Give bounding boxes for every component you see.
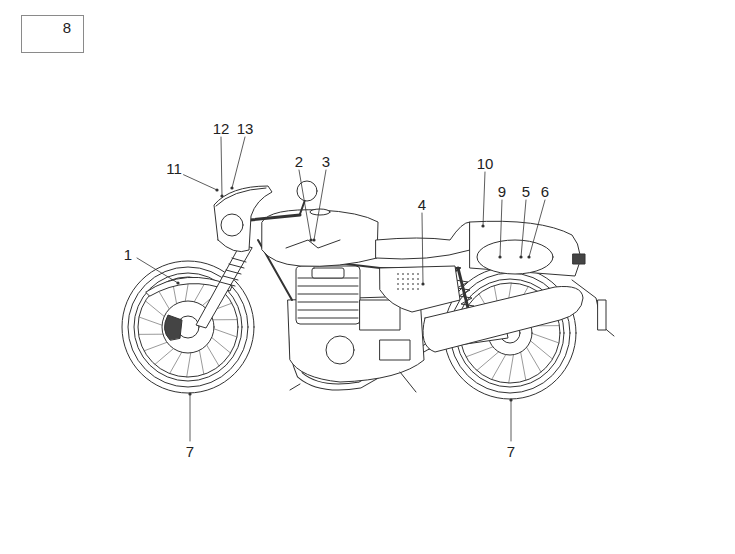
tank-cap xyxy=(310,209,330,215)
fork-gaiter xyxy=(220,258,246,286)
callout-number: 5 xyxy=(521,184,531,199)
side-cover-grille xyxy=(397,273,419,290)
engine-cover xyxy=(326,336,354,364)
callout-number: 4 xyxy=(417,197,427,212)
front-fork xyxy=(196,245,252,328)
grille-hole xyxy=(407,283,409,285)
front-wheel xyxy=(122,261,254,393)
callout-number: 9 xyxy=(497,184,507,199)
grille-hole xyxy=(407,273,409,275)
reference-number: 8 xyxy=(63,20,71,37)
callout-number: 6 xyxy=(540,184,550,199)
callout-number: 7 xyxy=(506,444,516,459)
tail-oval xyxy=(477,240,553,274)
cylinder-fins xyxy=(298,278,358,318)
grille-hole xyxy=(417,273,419,275)
tail-light xyxy=(573,254,585,264)
callout-number: 2 xyxy=(294,154,304,169)
grille-hole xyxy=(402,283,404,285)
grille-hole xyxy=(412,278,414,280)
grille-hole xyxy=(417,278,419,280)
cylinder-head xyxy=(296,266,360,324)
grille-hole xyxy=(402,273,404,275)
grille-hole xyxy=(417,288,419,290)
grille-hole xyxy=(412,288,414,290)
fairing xyxy=(214,186,272,252)
leader-dots xyxy=(176,186,530,401)
grille-hole xyxy=(417,283,419,285)
callout-number: 3 xyxy=(321,154,331,169)
grille-hole xyxy=(397,283,399,285)
leader-lines xyxy=(137,137,545,441)
callout-number: 13 xyxy=(236,121,255,136)
callout-number: 12 xyxy=(212,121,231,136)
tail-hump xyxy=(470,221,580,276)
callout-number: 11 xyxy=(165,161,183,176)
grille-hole xyxy=(407,278,409,280)
callout-number: 1 xyxy=(123,247,133,262)
grille-hole xyxy=(397,278,399,280)
footpeg xyxy=(290,372,416,392)
handlebar xyxy=(250,215,300,220)
seat xyxy=(376,222,470,259)
valve-cover xyxy=(312,268,344,278)
headlight xyxy=(221,214,243,236)
windscreen xyxy=(216,188,266,206)
page-reference-box: 8 xyxy=(21,15,84,53)
grille-hole xyxy=(412,283,414,285)
grille-hole xyxy=(407,288,409,290)
grille-hole xyxy=(402,288,404,290)
grille-hole xyxy=(397,273,399,275)
mirror xyxy=(297,181,317,201)
side-cover xyxy=(380,266,460,312)
callout-number: 7 xyxy=(185,444,195,459)
grille-hole xyxy=(412,273,414,275)
grille-hole xyxy=(402,278,404,280)
license-bracket xyxy=(598,300,606,330)
grille-hole xyxy=(397,288,399,290)
callout-number: 10 xyxy=(476,156,495,171)
gearbox xyxy=(380,340,410,360)
front-caliper xyxy=(164,315,182,340)
